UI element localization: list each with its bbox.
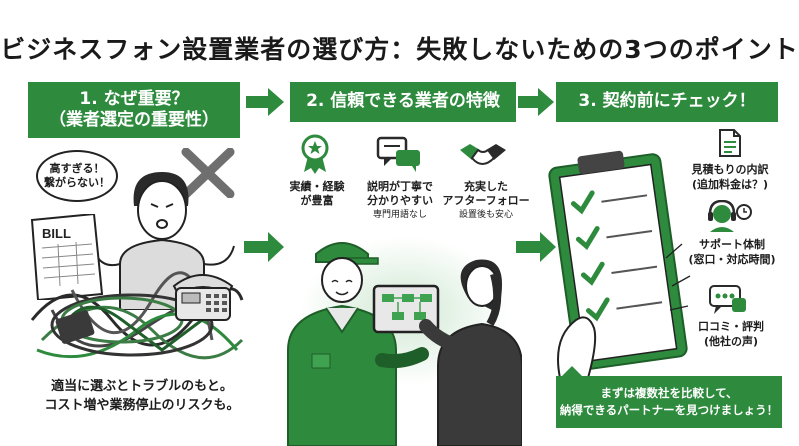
award-medal-icon (301, 134, 329, 174)
check-estimate-label: 見積もりの内訳 (追加料金は？) (691, 163, 769, 191)
step-2-header: 2. 信頼できる業者の特徴 (290, 82, 516, 122)
bill-document-icon: BILL (30, 214, 104, 300)
cta-pointer (560, 366, 584, 378)
check-reviews-label: 口コミ・評判 (他社の声) (698, 320, 764, 348)
step-3-header: 3. 契約前にチェック！ (556, 82, 778, 122)
check-support-label: サポート体制 (窓口・対応時間) (688, 238, 776, 266)
review-stars-icon (709, 285, 746, 314)
desk-phone-icon (172, 274, 234, 321)
page-title: ビジネスフォン設置業者の選び方：失敗しないための3つのポイント (0, 35, 799, 64)
x-mark-icon (181, 148, 235, 198)
arrow-right-icon (518, 88, 554, 116)
clipboard-checklist-illustration (548, 150, 691, 378)
bill-label: BILL (42, 226, 71, 241)
speech-text: 高すぎる！ 繋がらない！ (44, 161, 110, 189)
step-1-header: 1. なぜ重要？ （業者選定の重要性） (28, 82, 240, 138)
document-icon (719, 129, 741, 157)
arrow-right-icon (246, 88, 284, 116)
feature-explanation-label: 説明が丁寧で 分かりやすい 専門用語なし (358, 180, 442, 221)
complaint-speech-bubble: 高すぎる！ 繋がらない！ (36, 150, 118, 202)
headset-support-icon (708, 200, 752, 232)
feature-explanation-sub: 専門用語なし (372, 209, 427, 220)
arrow-right-icon (244, 232, 284, 262)
problem-caption: 適当に選ぶとトラブルのもと。 コスト増や業務停止のリスクも。 (44, 379, 240, 413)
chat-bubbles-icon (376, 136, 420, 172)
feature-experience-label: 実績・経験 が豊富 (289, 180, 345, 208)
arrow-right-icon (516, 232, 556, 262)
handshake-icon (460, 144, 506, 165)
technician-customer-illustration (287, 242, 522, 446)
feature-aftercare-sub: 設置後も安心 (458, 209, 513, 220)
call-to-action-banner: まずは複数社を比較して、 納得できるパートナーを見つけましょう！ (556, 376, 782, 428)
feature-aftercare-label: 充実した アフターフォロー 設置後も安心 (440, 180, 532, 221)
